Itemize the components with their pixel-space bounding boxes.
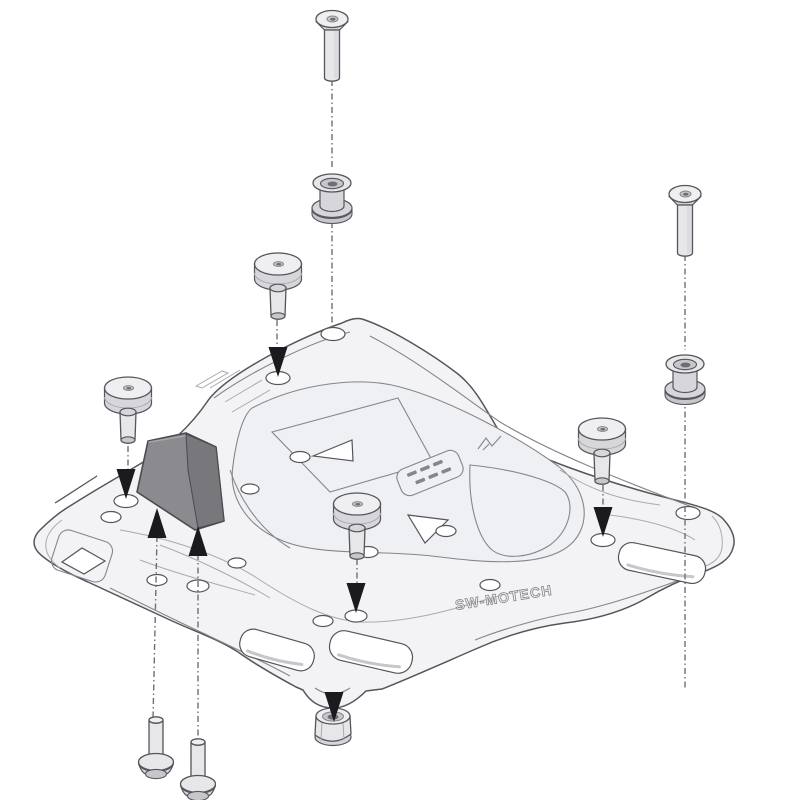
wedge-top-highlight bbox=[148, 435, 186, 443]
mount-hole bbox=[227, 557, 247, 569]
mounting-holes bbox=[100, 326, 701, 628]
plate-rim-line bbox=[369, 335, 696, 509]
brand-mark bbox=[477, 435, 502, 451]
plate-hatch-lines bbox=[209, 369, 271, 413]
countersunk-bolt-top bbox=[315, 9, 349, 82]
wedge-side-face bbox=[185, 433, 225, 529]
slot-shadow bbox=[246, 649, 304, 666]
grip-rib bbox=[406, 470, 417, 477]
slot-opening bbox=[239, 628, 315, 672]
plate-rim-line bbox=[705, 515, 723, 567]
plate-rim-line bbox=[474, 571, 701, 641]
slot-left-sliver bbox=[54, 475, 98, 504]
slot-shadow bbox=[337, 653, 401, 669]
slot-shadow bbox=[626, 563, 695, 579]
shoulder-bolt-left bbox=[103, 376, 153, 444]
plate-contour-line bbox=[159, 544, 271, 599]
slot-left-arm-window bbox=[50, 529, 114, 583]
mount-hole bbox=[312, 614, 334, 628]
plate-rim-line bbox=[109, 587, 291, 677]
grip-rib bbox=[428, 472, 439, 479]
slot-right-arm bbox=[617, 541, 707, 585]
plate-contour-line bbox=[609, 514, 696, 541]
mount-hole bbox=[320, 326, 346, 342]
mount-hole bbox=[289, 450, 311, 464]
mount-hole bbox=[146, 573, 168, 587]
edge-tab-sliver bbox=[194, 370, 230, 389]
mount-hole bbox=[675, 505, 701, 521]
pan-head-screw-left bbox=[137, 716, 175, 780]
grip-rib bbox=[419, 465, 430, 472]
plate-contour-line bbox=[229, 469, 291, 549]
window-outline bbox=[50, 529, 114, 583]
grip-rib bbox=[441, 467, 452, 474]
pan-head-screw-right bbox=[179, 738, 217, 800]
grip-rib bbox=[432, 459, 443, 467]
grip-rib bbox=[415, 477, 426, 485]
slot-bottom-middle bbox=[328, 630, 414, 674]
mount-hole bbox=[435, 524, 457, 538]
plate-funnel-recess bbox=[469, 464, 571, 557]
plate-triangle-cutout bbox=[310, 439, 354, 462]
distance-spacer-top bbox=[311, 173, 353, 225]
mount-hole bbox=[479, 578, 501, 592]
grip-ribs bbox=[406, 459, 452, 485]
slot-opening bbox=[617, 541, 707, 585]
mount-hole bbox=[240, 483, 260, 495]
slot-left-diamond bbox=[60, 547, 107, 575]
shoulder-bolt-upper-left bbox=[253, 252, 303, 320]
mount-hole bbox=[100, 510, 122, 524]
plate-rim-line bbox=[45, 519, 63, 569]
plate-contour-line bbox=[559, 469, 661, 506]
plate-grip-tray bbox=[396, 449, 464, 497]
distance-spacer-right bbox=[664, 354, 706, 406]
countersunk-bolt-right bbox=[668, 184, 702, 257]
slot-bottom-left bbox=[239, 628, 315, 672]
rubber-wedge-block bbox=[136, 432, 225, 531]
adapter-plate: SW-MOTECH bbox=[33, 317, 735, 709]
nut-facets bbox=[320, 721, 345, 742]
assembly-lines bbox=[127, 80, 686, 742]
assembly-line bbox=[152, 535, 158, 721]
grip-tray-outline bbox=[396, 449, 464, 497]
plate-contour-line bbox=[139, 559, 256, 596]
slot-opening bbox=[328, 630, 414, 674]
